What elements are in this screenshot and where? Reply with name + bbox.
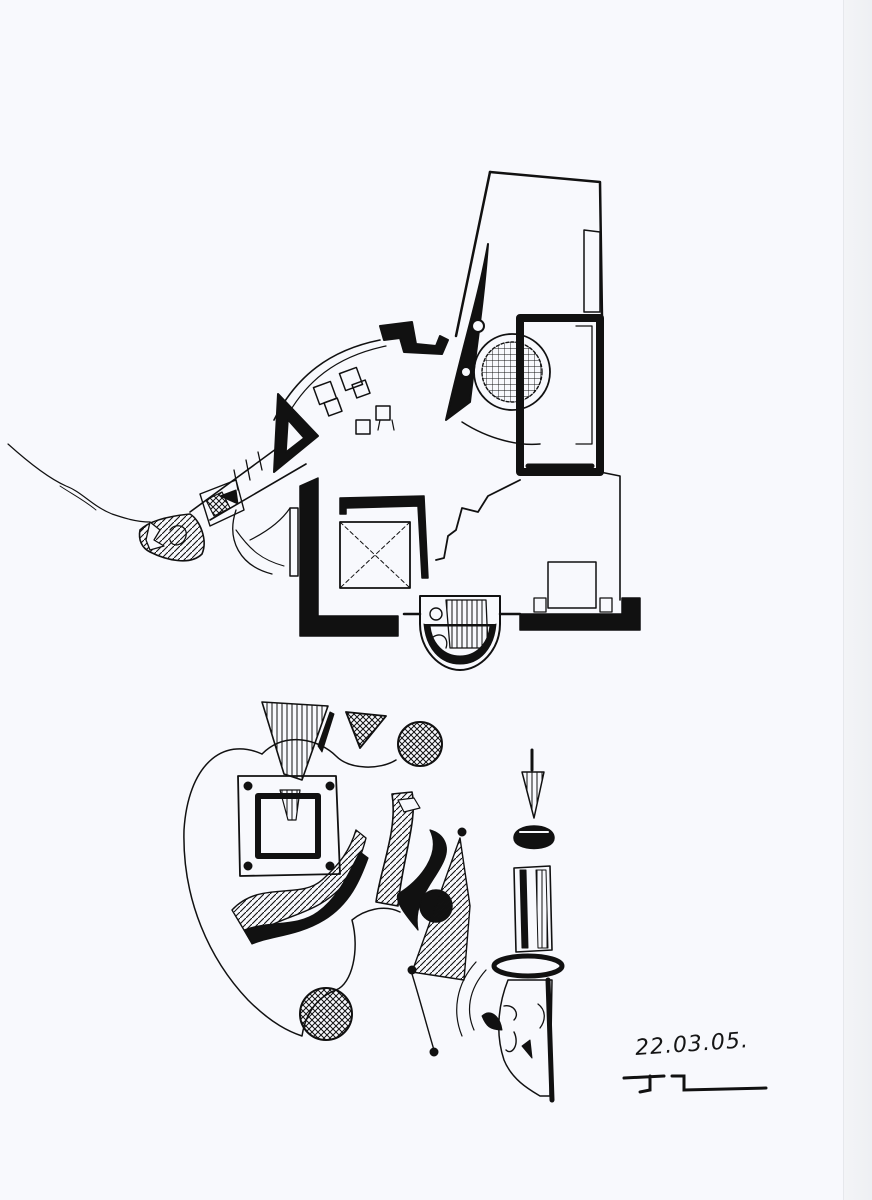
page-edge [843,0,872,1200]
abstract-composition [183,701,565,1103]
floor-plan [7,170,641,671]
signature-mark [622,1074,768,1094]
